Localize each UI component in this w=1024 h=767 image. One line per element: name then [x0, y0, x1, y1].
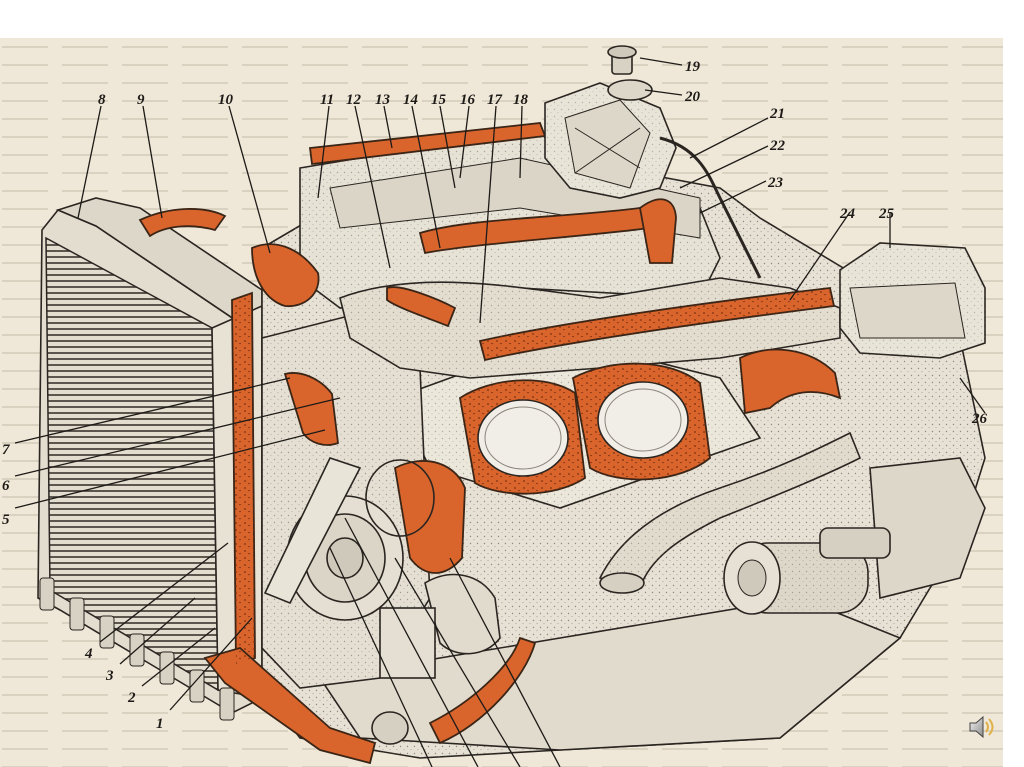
starter-motor: [723, 527, 891, 615]
callout-8: 8: [98, 92, 106, 108]
callout-15: 15: [431, 92, 447, 108]
callout-24: 24: [839, 206, 856, 222]
callout-14: 14: [403, 92, 419, 108]
illustration-canvas: 1 2 3 4 5 6 7 8 9 10 11 12 13 14 15 16 1…: [0, 38, 1003, 767]
expansion-tank: [544, 45, 762, 279]
air-filter-housing: [839, 242, 986, 359]
cylinder-bores: [477, 381, 689, 477]
callout-labels: 1 2 3 4 5 6 7 8 9 10 11 12 13 14 15 16 1…: [2, 59, 988, 732]
fan-pulley: [263, 457, 435, 621]
callout-19: 19: [685, 59, 701, 75]
callout-20: 20: [684, 89, 701, 105]
callout-23: 23: [767, 175, 784, 191]
coolant-jacket: [138, 122, 842, 765]
callout-21: 21: [769, 106, 785, 122]
callout-3: 3: [105, 668, 114, 684]
callout-22: 22: [769, 138, 786, 154]
callout-16: 16: [460, 92, 476, 108]
exhaust-pipe: [598, 431, 862, 594]
callout-13: 13: [375, 92, 391, 108]
engine-cooling-system-illustration: 1 2 3 4 5 6 7 8 9 10 11 12 13 14 15 16 1…: [0, 38, 1003, 767]
callout-11: 11: [320, 92, 334, 108]
callout-6: 6: [2, 478, 10, 494]
callout-7: 7: [2, 442, 10, 458]
water-pump: [371, 573, 501, 745]
callout-12: 12: [346, 92, 362, 108]
callout-5: 5: [2, 512, 10, 528]
callout-25: 25: [878, 206, 895, 222]
speaker-icon[interactable]: [966, 712, 996, 742]
callout-10: 10: [218, 92, 234, 108]
callout-2: 2: [127, 690, 136, 706]
callout-1: 1: [156, 716, 164, 732]
callout-26: 26: [971, 411, 988, 427]
callout-17: 17: [487, 92, 503, 108]
callout-18: 18: [513, 92, 529, 108]
leader-lines: [14, 57, 986, 767]
callout-9: 9: [137, 92, 145, 108]
callout-4: 4: [84, 646, 93, 662]
